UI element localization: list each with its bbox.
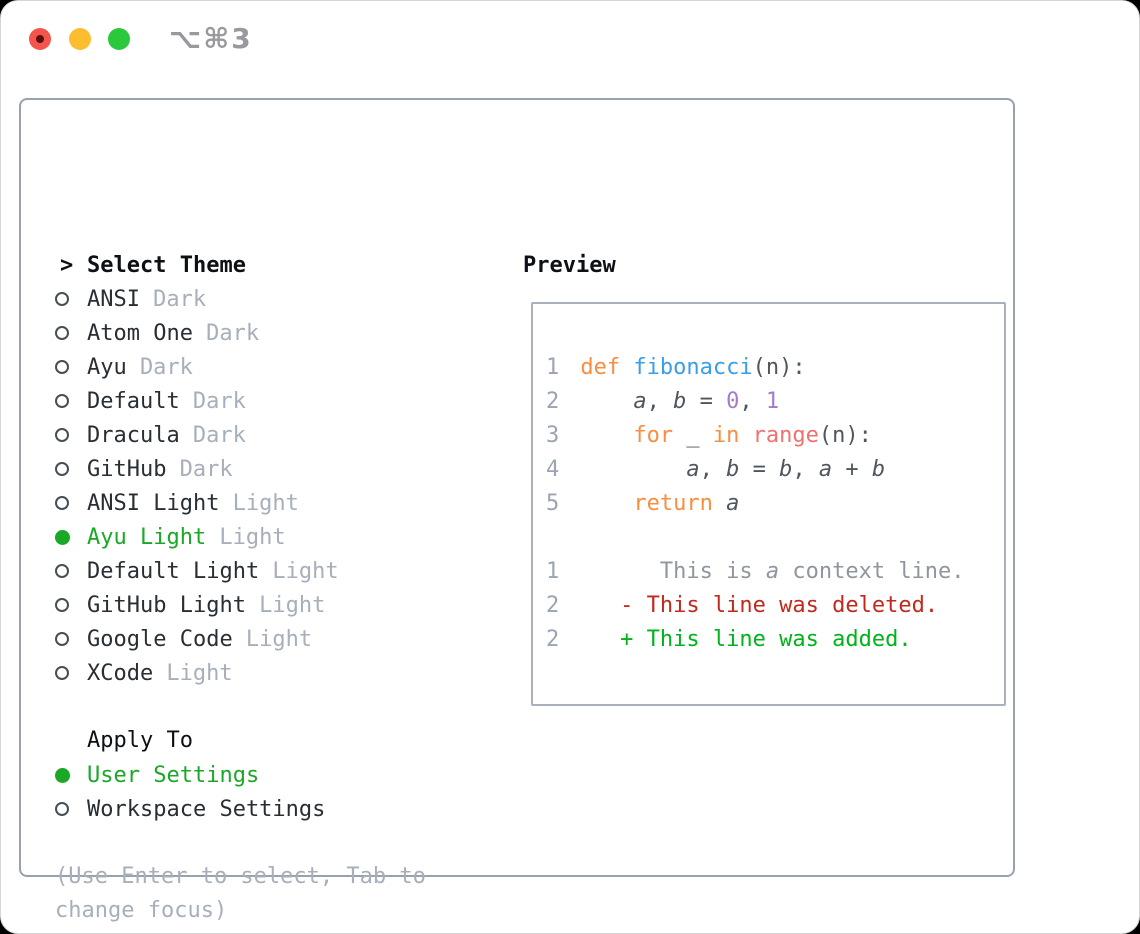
item-label: Default Light (87, 558, 260, 584)
item-label: User Settings (87, 762, 260, 788)
code-line: 2 + This line was added. (546, 622, 994, 656)
item-variant-label: Dark (192, 388, 246, 414)
item-variant-label: Light (166, 660, 233, 686)
theme-item-github-dark[interactable]: GitHub Dark (55, 452, 495, 486)
titlebar: ⌥⌘3 (1, 1, 1139, 77)
radio-unselected-icon (55, 564, 69, 578)
line-number: 1 (546, 558, 560, 584)
theme-item-ayu-dark[interactable]: Ayu Dark (55, 350, 495, 384)
item-variant-label: Dark (179, 456, 233, 482)
code-line: 1 This is a context line. (546, 554, 994, 588)
theme-item-github-light-light[interactable]: GitHub Light Light (55, 588, 495, 622)
line-number: 3 (546, 422, 560, 448)
theme-item-xcode-light[interactable]: XCode Light (55, 656, 495, 690)
code-line: 5 return a (546, 486, 994, 520)
theme-item-default-light-light[interactable]: Default Light Light (55, 554, 495, 588)
theme-item-ayu-light-light[interactable]: Ayu Light Light (55, 520, 495, 554)
theme-item-dracula-dark[interactable]: Dracula Dark (55, 418, 495, 452)
item-variant-label: Light (232, 490, 299, 516)
window-shortcut-label: ⌥⌘3 (169, 22, 253, 55)
line-content: return a (633, 490, 740, 516)
radio-selected-icon (55, 767, 70, 783)
radio-unselected-icon (55, 462, 69, 476)
line-content: def fibonacci(n): (580, 354, 806, 380)
apply-to-title: Apply To (87, 728, 193, 753)
radio-unselected-icon (55, 326, 69, 340)
line-number (546, 525, 559, 550)
item-label: Atom One (87, 320, 193, 346)
item-variant-label: Dark (206, 320, 260, 346)
item-label: XCode (87, 660, 154, 686)
line-number: 2 (546, 592, 560, 618)
theme-item-atom-one-dark[interactable]: Atom One Dark (55, 316, 495, 350)
preview-title: Preview (523, 253, 616, 278)
code-line: 3 for _ in range(n): (546, 418, 994, 452)
item-variant-label: Dark (139, 354, 193, 380)
line-content: for _ in range(n): (633, 422, 872, 448)
apply-option-workspace-settings[interactable]: Workspace Settings (55, 792, 495, 826)
radio-unselected-icon (55, 292, 69, 306)
line-number: 2 (546, 388, 560, 414)
theme-item-default-dark[interactable]: Default Dark (55, 384, 495, 418)
code-line: 1 def fibonacci(n): (546, 350, 994, 384)
item-variant-label: Dark (192, 422, 246, 448)
item-label: Workspace Settings (87, 796, 326, 822)
code-line: 2 - This line was deleted. (546, 588, 994, 622)
item-label: Ayu (87, 354, 127, 380)
close-button[interactable] (29, 28, 51, 50)
item-label: GitHub Light (87, 592, 246, 618)
theme-item-google-code-light[interactable]: Google Code Light (55, 622, 495, 656)
item-label: ANSI Light (87, 490, 220, 516)
line-number: 1 (546, 354, 560, 380)
code-line: 2 a, b = 0, 1 (546, 384, 994, 418)
code-line: 4 a, b = b, a + b (546, 452, 994, 486)
line-content: + This line was added. (580, 626, 912, 652)
item-label: GitHub (87, 456, 167, 482)
radio-selected-icon (55, 529, 70, 545)
item-label: Default (87, 388, 180, 414)
item-variant-label: Light (272, 558, 339, 584)
close-button-dot-icon (36, 35, 44, 43)
footer-hint: (Use Enter to select, Tab to change focu… (55, 864, 426, 923)
radio-unselected-icon (55, 666, 69, 680)
line-number: 4 (546, 456, 560, 482)
line-content: a, b = b, a + b (686, 456, 886, 482)
radio-unselected-icon (55, 632, 69, 646)
line-number: 5 (546, 490, 560, 516)
zoom-button[interactable] (108, 28, 130, 50)
theme-item-ansi-light-light[interactable]: ANSI Light Light (55, 486, 495, 520)
line-content: - This line was deleted. (580, 592, 939, 618)
item-label: Ayu Light (87, 524, 207, 550)
item-variant-label: Light (245, 626, 313, 652)
radio-unselected-icon (55, 360, 69, 374)
apply-option-user-settings[interactable]: User Settings (55, 758, 495, 792)
theme-list-header: > Select Theme (55, 248, 495, 282)
selection-cursor-icon: > (60, 252, 74, 278)
line-content: This is a context line. (580, 558, 965, 584)
line-content: a, b = 0, 1 (633, 388, 780, 414)
minimize-button[interactable] (69, 28, 91, 50)
radio-unselected-icon (55, 428, 69, 442)
item-variant-label: Dark (153, 286, 207, 312)
code-line (546, 520, 994, 554)
item-label: Google Code (87, 626, 233, 652)
item-label: ANSI (87, 286, 140, 312)
theme-list-title: Select Theme (87, 252, 246, 278)
line-number: 2 (546, 626, 560, 652)
radio-unselected-icon (55, 496, 69, 510)
radio-unselected-icon (55, 394, 69, 408)
item-variant-label: Light (259, 592, 326, 618)
radio-unselected-icon (55, 802, 69, 816)
item-variant-label: Light (219, 524, 286, 550)
theme-item-ansi-dark[interactable]: ANSI Dark (55, 282, 495, 316)
radio-unselected-icon (55, 598, 69, 612)
item-label: Dracula (87, 422, 180, 448)
